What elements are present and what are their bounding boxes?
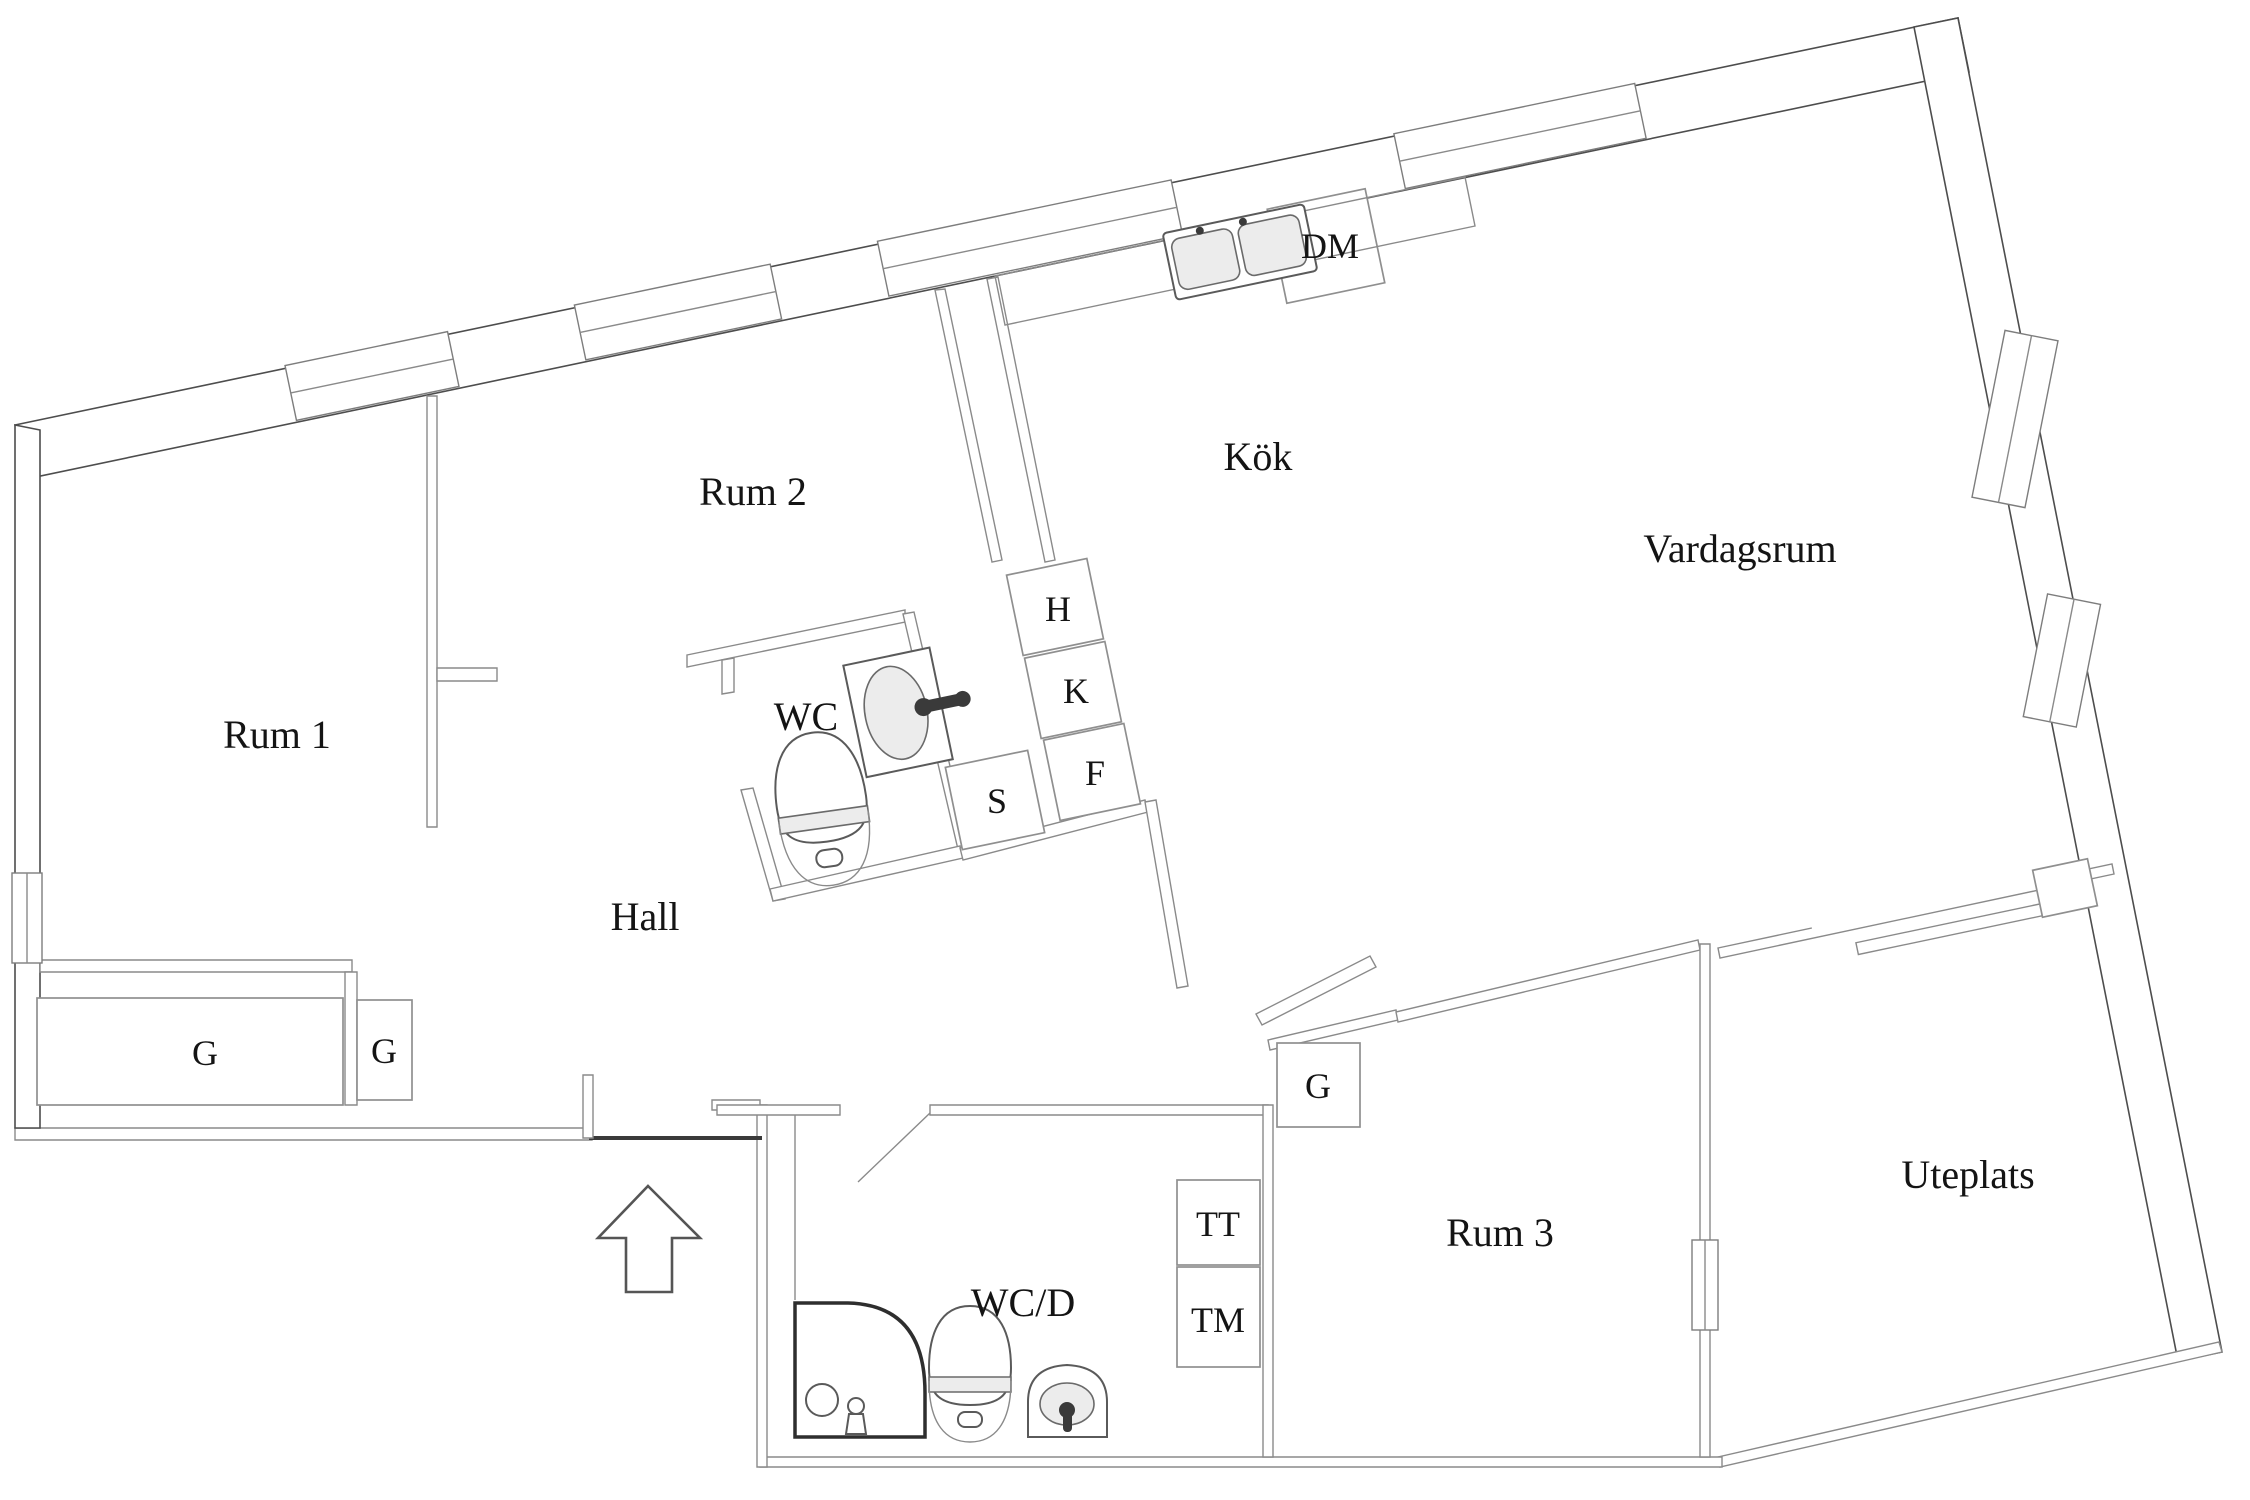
wall-bath-top-left <box>716 1104 841 1116</box>
room-label-rum1: Rum 1 <box>223 712 331 757</box>
cabinet-tt <box>1176 1179 1261 1266</box>
window-rum2 <box>573 263 783 361</box>
label-h: H <box>1045 589 1071 629</box>
interior-walls <box>39 276 2115 1458</box>
window-vardagsrum-right-2 <box>2022 593 2102 728</box>
room-label-rum3: Rum 3 <box>1446 1210 1554 1255</box>
wc-toilet-icon <box>774 731 871 887</box>
window-rum3-right <box>1691 1239 1719 1331</box>
wall-rum3-uteplats-divider <box>1699 943 1711 1458</box>
wall-bath-rum3-divider <box>1262 1104 1274 1458</box>
room-label-vardagsrum: Vardagsrum <box>1643 526 1836 571</box>
window-left-wall <box>11 872 43 964</box>
label-k: K <box>1063 671 1089 711</box>
closets <box>36 187 1386 1368</box>
wardrobe-g-small <box>356 999 413 1101</box>
wc-fixtures <box>774 646 971 887</box>
wall-g-divider <box>344 971 358 1106</box>
wardrobe-g-long <box>36 997 344 1106</box>
window-rum1 <box>284 330 460 422</box>
closet-f <box>1042 722 1142 822</box>
room-labels: Rum 1 Rum 2 Kök Vardagsrum WC Hall Rum 3… <box>223 434 2035 1325</box>
cabinet-tm <box>1176 1266 1261 1368</box>
kitchen-sink-icon <box>1162 203 1318 301</box>
label-tt: TT <box>1196 1204 1240 1244</box>
room-label-kok: Kök <box>1224 434 1293 479</box>
wall-protrusion-left <box>756 1104 768 1468</box>
door-leaf-wcd <box>857 1112 931 1183</box>
closet-h <box>1005 557 1105 657</box>
code-labels: DM H K F S G G G TT TM <box>192 226 1359 1340</box>
wall-shaft-left <box>934 288 1003 563</box>
label-g-hall-long: G <box>192 1033 218 1073</box>
label-s: S <box>987 781 1007 821</box>
kitchen-fixtures <box>994 176 1476 326</box>
sliding-door-uteplats <box>1809 857 2099 956</box>
closet-s <box>944 749 1046 851</box>
wall-vestibule-stub <box>582 1074 594 1139</box>
room-label-uteplats: Uteplats <box>1901 1152 2034 1197</box>
room-label-wcd: WC/D <box>971 1280 1075 1325</box>
wall-hall-jog <box>1144 799 1189 989</box>
label-f: F <box>1085 753 1105 793</box>
wall-uteplats-bottom <box>1717 1341 2223 1468</box>
label-g-hall-small: G <box>371 1031 397 1071</box>
window-kok <box>876 179 1184 297</box>
label-g-rum3: G <box>1305 1066 1331 1106</box>
wcd-fixtures <box>793 1301 1108 1443</box>
closet-k <box>1023 640 1123 740</box>
wall-bottom-main <box>759 1456 1723 1468</box>
wcd-sink-icon <box>1027 1363 1108 1438</box>
wall-bath-top-right <box>929 1104 1269 1116</box>
wc-sink-icon <box>842 646 971 779</box>
windows <box>11 82 2102 1331</box>
wall-rum2-stub <box>436 667 498 682</box>
wall-rum2-wc-stub <box>721 657 735 695</box>
room-label-wc: WC <box>774 694 838 739</box>
wall-rum1-rum2-divider <box>426 395 438 828</box>
wall-kitchen-left <box>986 276 1056 563</box>
wall-rum1-bottom <box>39 959 353 973</box>
wall-bottom-left <box>14 1127 593 1141</box>
wcd-toilet-icon <box>927 1304 1013 1443</box>
label-dm: DM <box>1301 226 1359 266</box>
kitchen-counter <box>994 176 1476 326</box>
shower-icon <box>793 1301 927 1439</box>
window-vardagsrum-right-1 <box>1971 329 2059 509</box>
wall-rum3-top <box>1395 939 1701 1023</box>
room-label-hall: Hall <box>611 894 680 939</box>
label-tm: TM <box>1191 1300 1245 1340</box>
wardrobe-g-rum3 <box>1276 1042 1361 1128</box>
door-leaf-rum3 <box>1255 955 1377 1026</box>
window-vardagsrum-top <box>1393 82 1647 190</box>
room-label-rum2: Rum 2 <box>699 469 807 514</box>
wall-rum2-wc <box>686 609 906 668</box>
entrance-arrow-icon <box>594 1184 704 1294</box>
